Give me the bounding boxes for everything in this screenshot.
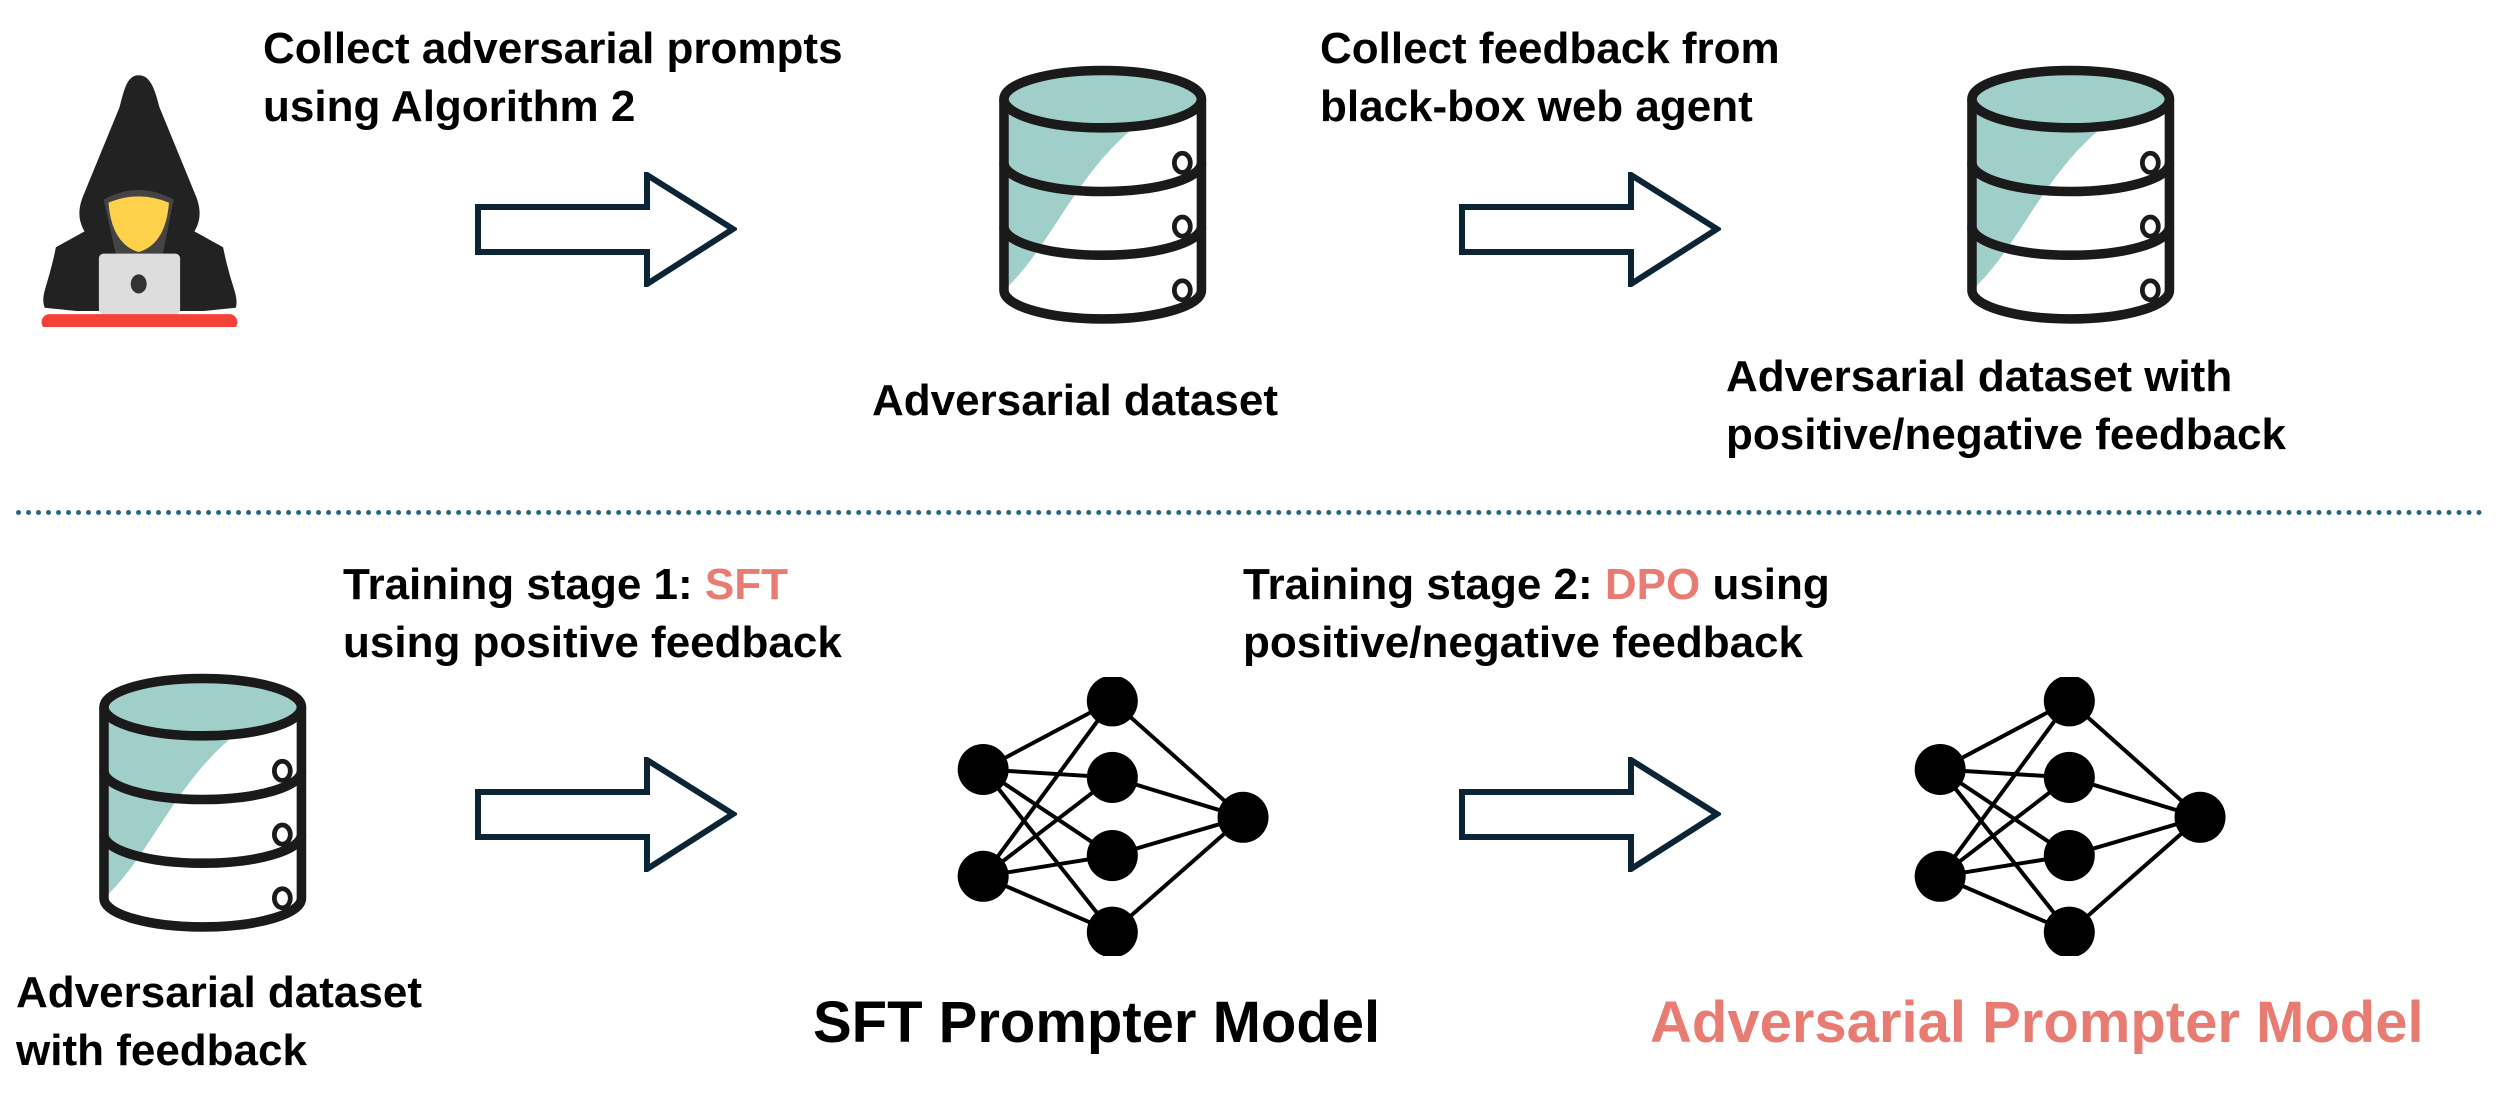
nn-node — [957, 850, 1009, 902]
stage1-prefix: Training stage 1: — [343, 560, 705, 609]
right-arrow-icon — [475, 172, 737, 287]
dataset-with-feedback-label: Adversarial dataset with feedback — [16, 964, 422, 1080]
step2-line1: Collect feedback from — [1320, 24, 1780, 73]
stage2-method: DPO — [1604, 560, 1701, 609]
sft-model-label: SFT Prompter Model — [813, 990, 1381, 1055]
step1-line1: Collect adversarial prompts — [263, 24, 843, 73]
nn-edge — [981, 699, 1114, 878]
neural-network-icon — [1913, 677, 2232, 956]
stage1-line2: using positive feedback — [343, 618, 842, 667]
database-icon — [996, 64, 1211, 327]
dataset-with-feedback-line2: with feedback — [16, 1026, 307, 1075]
database-icon — [96, 672, 311, 935]
neural-network-icon — [956, 677, 1275, 956]
nn-node — [1086, 906, 1138, 956]
nn-node — [1914, 743, 1966, 795]
right-arrow-icon — [1459, 172, 1721, 287]
step2-label: Collect feedback from black-box web agen… — [1320, 20, 1780, 136]
dataset-feedback-line1: Adversarial dataset with — [1726, 352, 2233, 401]
nn-node — [2043, 677, 2095, 727]
right-arrow-icon — [475, 757, 737, 872]
dataset-feedback-line2: positive/negative feedback — [1726, 410, 2286, 459]
nn-node — [2043, 906, 2095, 956]
stage1-line1: Training stage 1: SFT — [343, 556, 842, 614]
nn-node — [1086, 751, 1138, 803]
nn-edge — [981, 768, 1114, 934]
step2-line2: black-box web agent — [1320, 82, 1753, 131]
nn-edge — [1110, 699, 1245, 819]
nn-edge — [2067, 699, 2202, 819]
nn-node — [1217, 791, 1269, 843]
dataset-feedback-label: Adversarial dataset with positive/negati… — [1726, 348, 2286, 464]
nn-edge — [1938, 775, 2071, 878]
nn-node — [2043, 830, 2095, 882]
dataset-with-feedback-line1: Adversarial dataset — [16, 968, 422, 1017]
stage2-line1: Training stage 2: DPO using — [1243, 556, 1830, 614]
stage2-line2: positive/negative feedback — [1243, 618, 1803, 667]
nn-node — [1086, 830, 1138, 882]
nn-node — [1914, 850, 1966, 902]
section-divider — [16, 510, 2484, 515]
dataset-label: Adversarial dataset — [872, 376, 1278, 425]
nn-edge — [2067, 815, 2202, 934]
stage2-suffix: using — [1700, 560, 1830, 609]
nn-node — [1086, 677, 1138, 727]
stage2-label: Training stage 2: DPO using positive/neg… — [1243, 556, 1830, 672]
stage1-method: SFT — [704, 560, 788, 609]
nn-edge — [1938, 768, 2071, 934]
stage1-label: Training stage 1: SFT using positive fee… — [343, 556, 842, 672]
nn-node — [2174, 791, 2226, 843]
adversarial-model-label: Adversarial Prompter Model — [1650, 990, 2424, 1055]
database-icon — [1964, 64, 2179, 327]
nn-edge — [981, 775, 1114, 878]
nn-edge — [982, 767, 1114, 858]
stage2-prefix: Training stage 2: — [1243, 560, 1605, 609]
step1-line2: using Algorithm 2 — [263, 82, 636, 131]
step1-label: Collect adversarial prompts using Algori… — [263, 20, 843, 136]
hacker-icon — [32, 72, 247, 327]
nn-node — [2043, 751, 2095, 803]
nn-edge — [1110, 815, 1245, 934]
nn-node — [957, 743, 1009, 795]
nn-edge — [1938, 699, 2071, 878]
nn-edge — [1939, 767, 2071, 858]
right-arrow-icon — [1459, 757, 1721, 872]
